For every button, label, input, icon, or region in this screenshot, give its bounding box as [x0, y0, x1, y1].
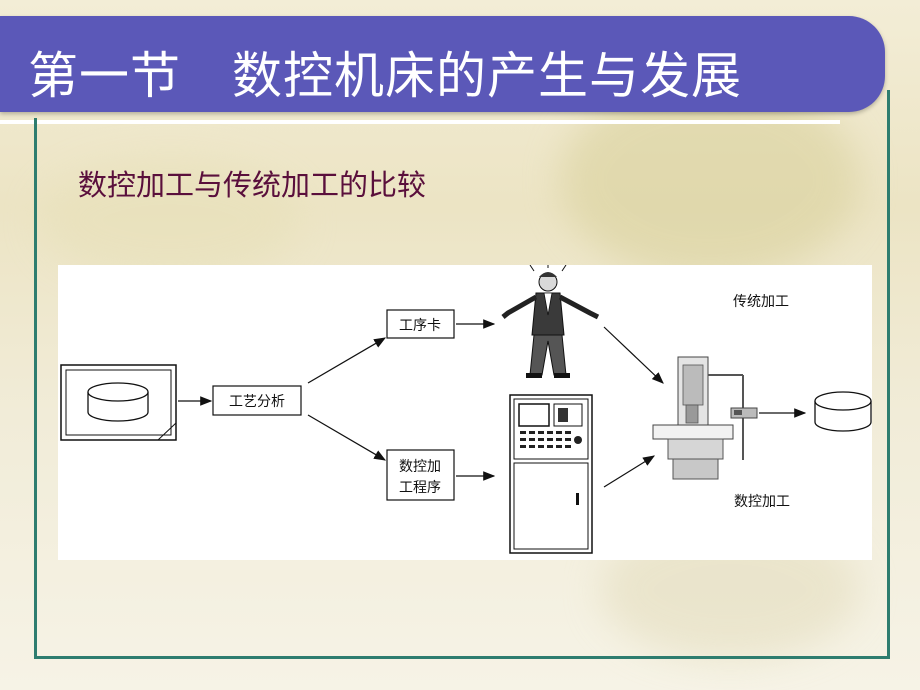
nc-program-label-line1: 数控加: [399, 459, 441, 475]
worker-icon: [501, 265, 600, 378]
process-analysis-box: [212, 385, 302, 416]
nc-machining-label: 数控加工: [734, 494, 790, 510]
title-underline: [0, 120, 840, 124]
nc-program-box: [386, 449, 455, 501]
cnc-controller-icon: [509, 394, 593, 554]
frame-left-border: [34, 118, 37, 658]
process-card-box: [386, 309, 455, 339]
traditional-machining-label: 传统加工: [733, 294, 789, 310]
frame-right-border: [887, 90, 890, 659]
slide-subtitle: 数控加工与传统加工的比较: [78, 168, 427, 202]
process-analysis-label: 工艺分析: [229, 394, 285, 410]
workpiece-cylinder-icon: [87, 382, 149, 422]
finished-part-cylinder-icon: [814, 391, 872, 432]
process-card-label: 工序卡: [399, 318, 441, 334]
comparison-diagram: 工艺分析 工序卡 数控加 工程序: [58, 265, 872, 560]
page-title: 第一节 数控机床的产生与发展: [28, 47, 742, 105]
title-bar: 第一节 数控机床的产生与发展: [0, 16, 885, 124]
milling-machine-icon: [652, 356, 758, 480]
frame-bottom-border: [34, 656, 890, 659]
drawing-sheet-icon: [60, 364, 177, 441]
nc-program-label-line2: 工程序: [399, 480, 441, 496]
